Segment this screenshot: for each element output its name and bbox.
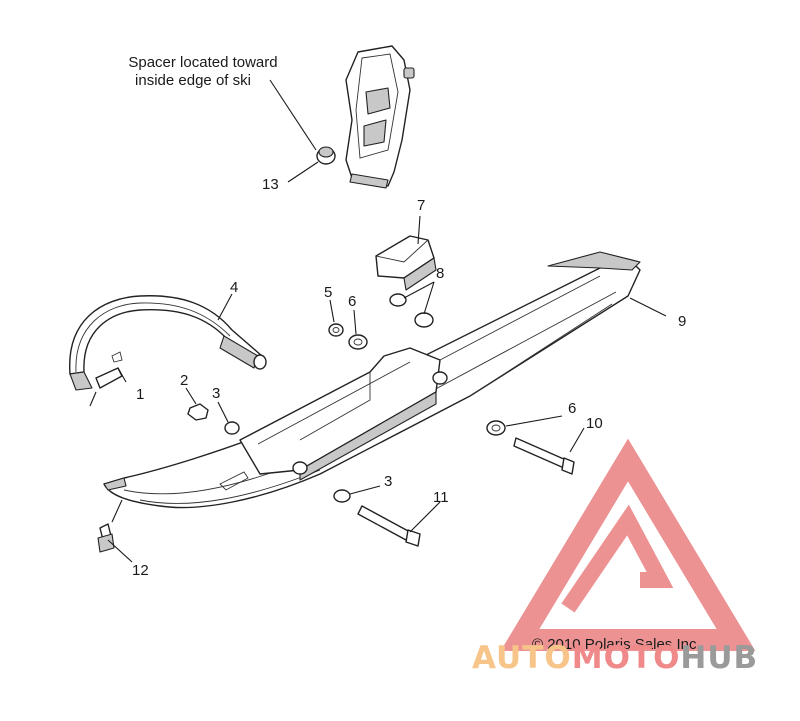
spacer-note-line2: inside edge of ski [135, 72, 251, 89]
washer-3a [224, 421, 240, 435]
callout-3b: 3 [384, 473, 392, 490]
washer-8a [389, 293, 407, 307]
part-7 [375, 235, 437, 291]
ski-9 [103, 251, 641, 509]
watermark-part-hub: HUB [680, 640, 758, 676]
callout-8: 8 [436, 265, 444, 282]
ski-loop-4 [69, 295, 267, 391]
callout-1: 1 [136, 386, 144, 403]
callout-3a: 3 [212, 385, 220, 402]
watermark-part-moto: MOTO [572, 640, 681, 676]
bolt-10 [513, 437, 575, 475]
spindle-bracket [345, 45, 415, 189]
washer-3b [333, 489, 351, 503]
callout-4: 4 [230, 279, 238, 296]
nut-2 [187, 403, 209, 421]
watermark-logo [500, 438, 756, 651]
bolt-11 [357, 505, 421, 547]
leader-lines [89, 79, 667, 563]
watermark-text: AUTOMOTOHUB [472, 640, 758, 676]
bolt-12 [97, 523, 115, 553]
callout-11: 11 [433, 489, 449, 506]
callout-6a: 6 [348, 293, 356, 310]
part-1 [95, 351, 123, 389]
callout-9: 9 [678, 313, 686, 330]
washer-6b [486, 420, 506, 436]
callout-10: 10 [586, 415, 603, 432]
washer-6a [348, 334, 368, 350]
callout-2: 2 [180, 372, 188, 389]
watermark-part-auto: AUTO [472, 640, 572, 676]
callout-6b: 6 [568, 400, 576, 417]
washer-8b [414, 312, 434, 328]
callout-5: 5 [324, 284, 332, 301]
spacer-note-line1: Spacer located toward [128, 54, 277, 71]
callout-7: 7 [417, 197, 425, 214]
nut-5 [328, 323, 344, 337]
spacer-13 [316, 146, 336, 165]
callout-13: 13 [262, 176, 279, 193]
copyright-text: © 2010 Polaris Sales Inc. [532, 636, 701, 653]
callout-12: 12 [132, 562, 149, 579]
